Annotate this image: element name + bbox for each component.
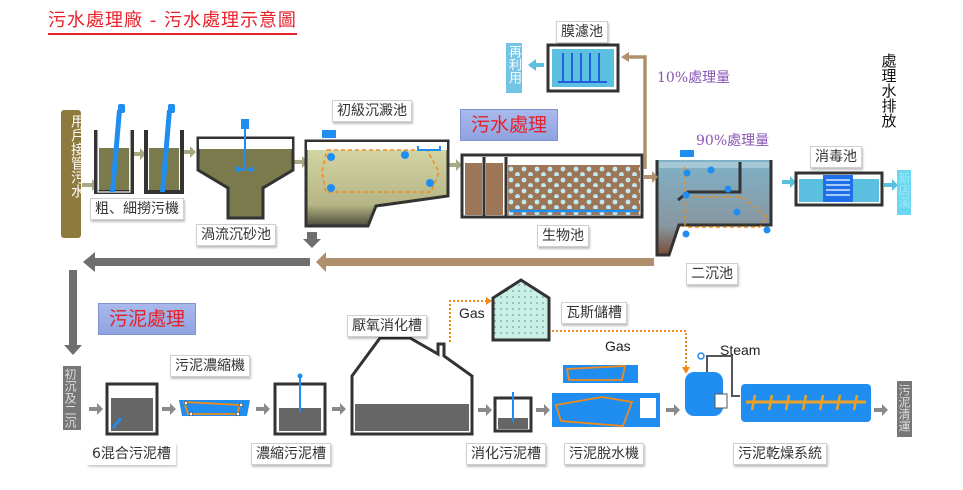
membrane-share: 10%處理量 <box>657 70 731 86</box>
label-dewater: 污泥脫水機 <box>564 443 644 465</box>
section-sludge: 污泥處理 <box>98 303 197 335</box>
sludge-source-box <box>63 366 81 430</box>
label-dryer: 污泥乾燥系統 <box>733 443 827 465</box>
label-thick-tank: 濃縮污泥槽 <box>251 443 331 465</box>
label-screen: 粗、細撈污機 <box>90 198 184 220</box>
gas-label-2: Gas <box>605 338 631 354</box>
inflow-label: 用戶接管污水 <box>69 114 85 198</box>
screen-tanks <box>94 104 184 194</box>
steam-label: Steam <box>720 342 761 358</box>
inflow-box <box>61 110 81 238</box>
label-thickener: 污泥濃縮機 <box>170 355 250 377</box>
label-digester: 厭氧消化槽 <box>347 315 427 337</box>
thickener-machine <box>179 400 250 417</box>
bio-tank <box>460 153 644 219</box>
primary-clarifier <box>304 130 450 228</box>
grit-chamber <box>196 119 295 220</box>
return-brown-arrow <box>316 252 654 272</box>
label-grit: 渦流沉砂池 <box>196 224 276 246</box>
secondary-clarifier <box>655 150 773 257</box>
disinfection-tank <box>794 171 884 207</box>
label-digested-tank: 消化污泥槽 <box>466 443 546 465</box>
section-sewage: 污水處理 <box>460 109 559 141</box>
label-mix: 6混合污泥槽 <box>87 443 176 465</box>
label-bio: 生物池 <box>537 225 589 247</box>
gas-label-1: Gas <box>459 305 485 321</box>
anaerobic-digester <box>350 336 474 436</box>
secondary-share: 90%處理量 <box>696 133 770 149</box>
label-secondary: 二沉池 <box>686 263 738 285</box>
page-title: 污水處理廠 - 污水處理示意圖 <box>48 10 297 35</box>
disposal-label: 污泥清運 <box>897 384 911 432</box>
label-primary: 初級沉澱池 <box>332 100 412 122</box>
mixed-sludge-tank <box>105 382 159 436</box>
sludge-dryer <box>741 384 871 422</box>
reuse-box <box>506 43 522 93</box>
reuse-label: 再利用 <box>506 45 521 84</box>
thickened-sludge-tank <box>273 373 327 436</box>
river-box <box>897 170 911 215</box>
disposal-box <box>897 381 912 437</box>
steam-boiler <box>685 352 740 416</box>
river-label: 新店溪 <box>897 172 911 208</box>
membrane-tank <box>546 43 620 93</box>
label-membrane: 膜濾池 <box>556 21 608 43</box>
gas-holder <box>491 278 551 342</box>
sludge-arrows <box>89 403 888 416</box>
return-gray-arrow <box>83 252 310 272</box>
label-gas-holder: 瓦斯儲槽 <box>561 302 627 324</box>
sludge-source-label: 初沉及二沉 <box>63 368 77 428</box>
digested-sludge-tank <box>493 392 533 433</box>
discharge-label: 處理水排放 <box>879 53 898 128</box>
dewatering-machine <box>552 365 660 427</box>
label-disinfection: 消毒池 <box>810 146 862 168</box>
